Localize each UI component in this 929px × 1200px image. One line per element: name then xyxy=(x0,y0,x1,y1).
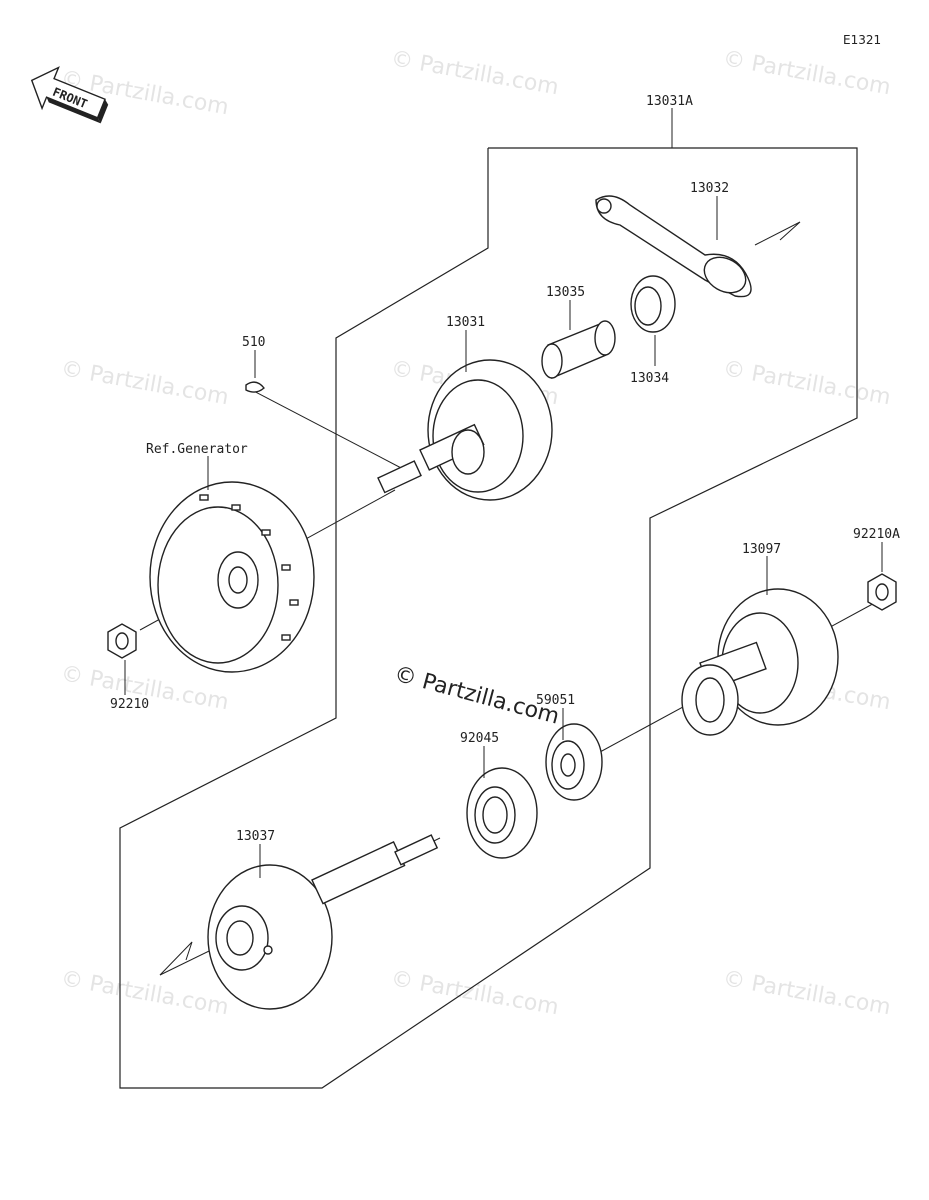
part-label-13037[interactable]: 13037 xyxy=(236,829,275,844)
axis-line xyxy=(247,387,406,471)
part-label-13034[interactable]: 13034 xyxy=(630,371,669,386)
watermark: © Partzilla.com xyxy=(389,966,561,1020)
crankshaft-13037 xyxy=(207,834,439,1010)
part-label-13097[interactable]: 13097 xyxy=(742,542,781,557)
part-label-13031A[interactable]: 13031A xyxy=(646,94,693,109)
diagram-code: E1321 xyxy=(843,33,881,47)
part-label-13032[interactable]: 13032 xyxy=(690,181,729,196)
watermark: © Partzilla.com xyxy=(721,356,893,410)
arrow-line xyxy=(159,941,193,976)
part-label-59051[interactable]: 59051 xyxy=(536,693,575,708)
needle-bearing-13034 xyxy=(630,275,676,333)
woodruff-key-510 xyxy=(245,381,265,393)
part-label-92210A[interactable]: 92210A xyxy=(853,527,900,542)
connecting-rod-13032 xyxy=(595,195,752,298)
group-frame-13031A xyxy=(119,147,858,1089)
crank-pin-13035 xyxy=(541,320,616,380)
gear-59051 xyxy=(545,723,603,801)
watermark: © Partzilla.com xyxy=(59,356,231,410)
ball-bearing-92045 xyxy=(466,767,538,859)
crankshaft-13031 xyxy=(377,359,553,501)
nut-92210A xyxy=(867,573,897,611)
arrow-line xyxy=(754,221,801,246)
part-label-92210[interactable]: 92210 xyxy=(110,697,149,712)
part-label-92045[interactable]: 92045 xyxy=(460,731,499,746)
gear-drum-13097 xyxy=(681,588,839,736)
part-label-510[interactable]: 510 xyxy=(242,335,265,350)
part-label-13031[interactable]: 13031 xyxy=(446,315,485,330)
part-label-13035[interactable]: 13035 xyxy=(546,285,585,300)
watermark: © Partzilla.com xyxy=(721,966,893,1020)
watermark: © Partzilla.com xyxy=(721,46,893,100)
part-label-ref-generator[interactable]: Ref.Generator xyxy=(146,442,248,457)
generator-flywheel xyxy=(149,481,315,673)
watermark: © Partzilla.com xyxy=(389,46,561,100)
nut-92210 xyxy=(107,623,137,659)
watermark: © Partzilla.com xyxy=(59,966,231,1020)
